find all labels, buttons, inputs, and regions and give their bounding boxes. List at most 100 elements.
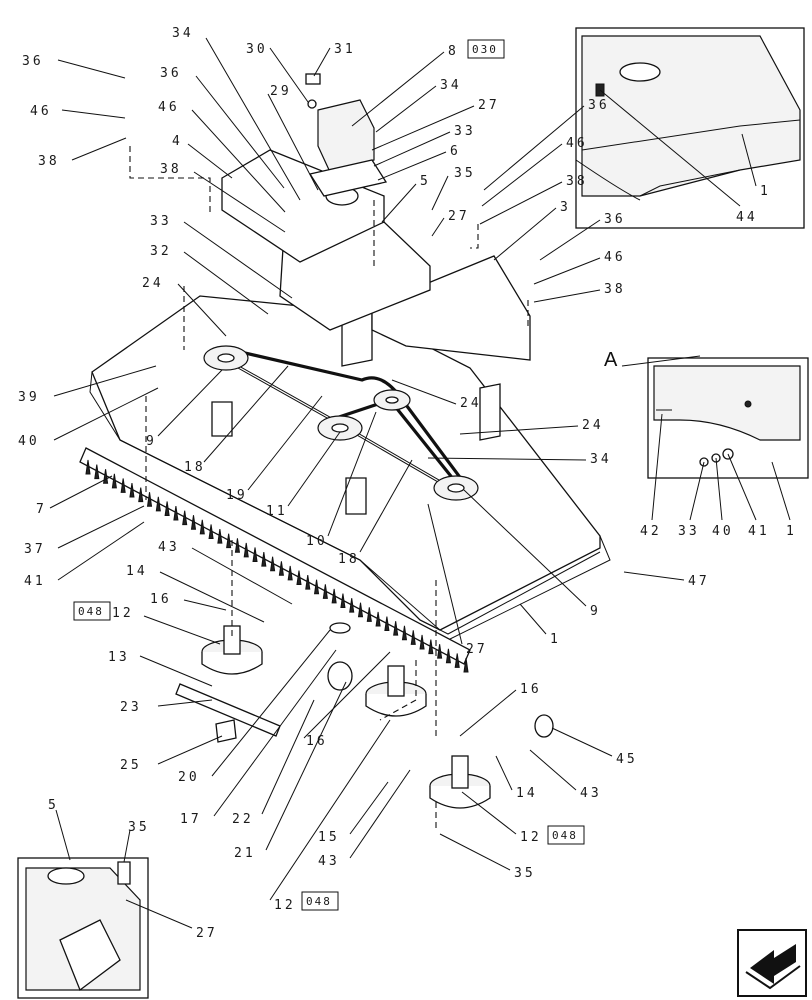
skirt-teeth [85, 459, 469, 673]
inset-detail-a [647, 357, 809, 479]
callout-30: 30 [246, 42, 309, 103]
callout-number: 12 [274, 898, 296, 913]
callout-number: 31 [334, 42, 356, 57]
skirt-tooth [305, 575, 311, 590]
callout-number: 11 [266, 504, 288, 519]
callout-leader [157, 735, 223, 765]
callout-number: 30 [246, 42, 268, 57]
callout-leader [459, 425, 579, 435]
spindle-right [429, 714, 554, 809]
callout-leader [495, 755, 513, 791]
skirt-tooth [146, 492, 153, 507]
callout-number: 27 [196, 926, 218, 941]
callout-leader [427, 457, 587, 461]
ref-box-030[interactable]: 030 [467, 39, 505, 59]
callout-number: 27 [466, 642, 488, 657]
ref-box-label: 048 [306, 895, 332, 908]
skirt-tooth [401, 625, 408, 641]
callout-number: 22 [232, 812, 254, 827]
callout-35: 35 [123, 820, 147, 863]
callout-number: 8 [448, 44, 459, 59]
callout-leader [157, 369, 223, 437]
callout-leader [359, 459, 413, 553]
callout-number: 9 [590, 604, 601, 619]
callout-number: 33 [454, 124, 476, 139]
callout-leader [771, 461, 791, 521]
ref-box-048[interactable]: 048 [301, 891, 339, 911]
callout-number: 38 [38, 154, 60, 169]
callout-16: 16 [459, 682, 539, 737]
callout-leader [287, 431, 341, 507]
callout-14: 14 [126, 564, 265, 623]
callout-number: 14 [516, 786, 538, 801]
callout-46: 46 [533, 250, 626, 285]
callout-leader [191, 109, 286, 213]
skirt-tooth [199, 519, 205, 535]
callout-leader [71, 137, 127, 161]
callout-leader [483, 105, 585, 191]
callout-leader [53, 387, 159, 441]
callout-leader [351, 51, 445, 127]
callout-leader [727, 453, 757, 521]
callout-leader [195, 75, 285, 189]
callout-number: 18 [338, 552, 360, 567]
callout-number: 24 [582, 418, 604, 433]
callout-23: 23 [120, 699, 213, 715]
callout-43: 43 [158, 540, 293, 605]
callout-leader [461, 791, 517, 835]
callout-38: 38 [38, 137, 127, 169]
callout-number: 33 [678, 524, 700, 539]
ref-box-frame [301, 891, 339, 911]
callout-15: 15 [318, 781, 389, 845]
ref-box-frame [547, 825, 585, 845]
callout-34: 34 [427, 452, 612, 467]
skirt-tooth [243, 542, 249, 558]
callout-number: 12 [112, 606, 134, 621]
callout-number: 34 [440, 78, 462, 93]
callout-33: 33 [678, 461, 705, 539]
callout-36: 36 [483, 98, 607, 191]
callout-number: 34 [590, 452, 612, 467]
callout-leader [57, 505, 145, 549]
callout-1: 1 [741, 133, 771, 199]
callout-leader [375, 85, 437, 133]
skirt-tooth [375, 611, 381, 627]
skirt-tooth [155, 496, 161, 512]
callout-20: 20 [178, 629, 331, 785]
callout-number: 46 [604, 250, 626, 265]
callout-number: 43 [318, 854, 340, 869]
skirt-tooth [85, 459, 91, 475]
ref-box-label: 030 [472, 43, 498, 56]
callout-40: 40 [18, 387, 159, 449]
callout-leader [431, 175, 449, 211]
callout-leader [211, 629, 331, 777]
callout-11: 11 [266, 431, 341, 519]
callout-number: 38 [160, 162, 182, 177]
callout-number: 13 [108, 650, 130, 665]
ref-box-048[interactable]: 048 [547, 825, 585, 845]
callout-leader [623, 571, 685, 581]
callout-leader [427, 503, 463, 645]
skirt-tooth [164, 501, 170, 516]
skirt-tooth [322, 584, 328, 599]
ref-box-048[interactable]: 048 [73, 601, 111, 621]
callout-number: 41 [24, 574, 46, 589]
skirt-tooth [173, 505, 179, 521]
callout-number: 27 [478, 98, 500, 113]
callout-leader [269, 719, 391, 901]
callout-leader [599, 89, 741, 207]
callout-number: 1 [760, 184, 771, 199]
skirt-tooth [190, 515, 197, 530]
callout-46: 46 [481, 136, 585, 207]
callout-leader [373, 131, 451, 167]
skirt-tooth [419, 634, 425, 650]
skirt-tooth [384, 616, 390, 632]
callout-leader [183, 221, 293, 299]
next-page-arrow-icon[interactable] [737, 929, 807, 997]
skirt-tooth [182, 510, 188, 526]
callout-number: 45 [616, 752, 638, 767]
callout-41: 41 [24, 521, 145, 589]
callout-number: 16 [306, 734, 328, 749]
callout-29: 29 [267, 84, 319, 191]
callout-27: 27 [431, 209, 467, 237]
